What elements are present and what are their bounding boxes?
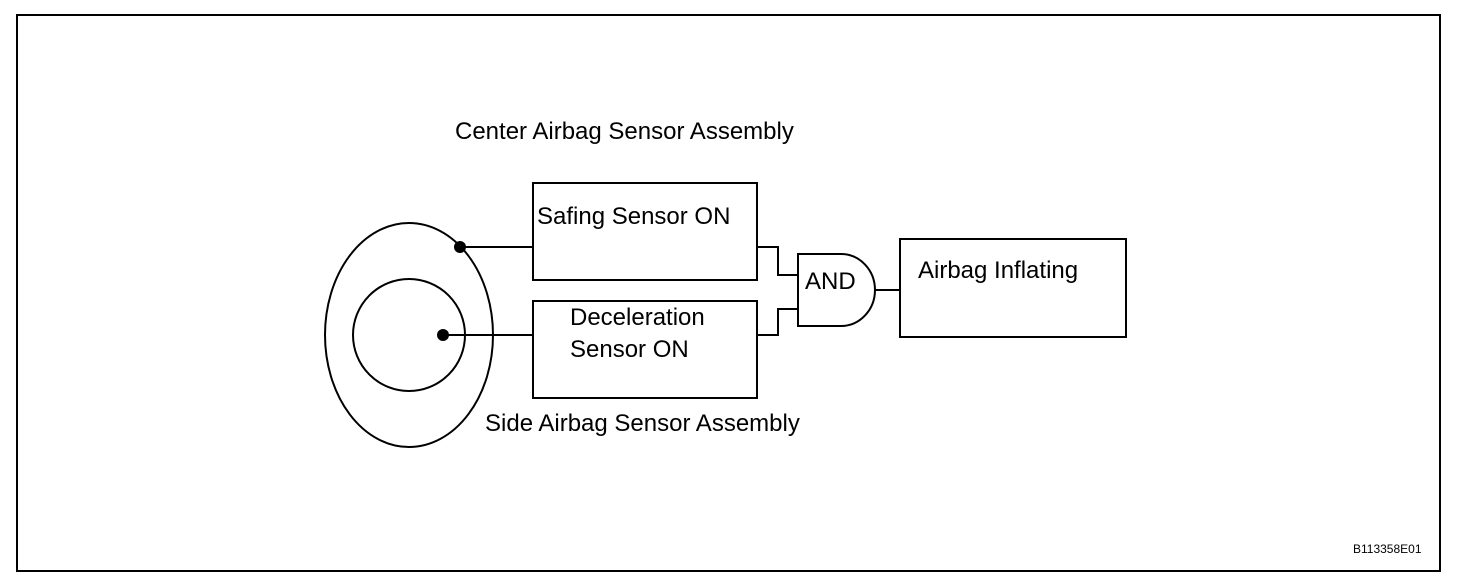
safing-to-and-wire [757,246,798,276]
center-airbag-sensor-assembly-label: Center Airbag Sensor Assembly [455,118,794,145]
safing-sensor-label: Safing Sensor ON [537,203,730,230]
airbag-inflating-label: Airbag Inflating [918,257,1078,284]
figure-id-label: B113358E01 [1353,542,1422,556]
and-gate-label: AND [805,268,856,295]
and-gate-shape [797,253,876,327]
deceleration-sensor-box [532,300,758,399]
airbag-inflating-box [899,238,1127,338]
figure-frame [16,14,1441,572]
safing-sensor-box [532,182,758,281]
deceleration-sensor-label-line1: Deceleration [570,304,705,331]
deceleration-to-and-wire [757,308,798,336]
side-airbag-sensor-assembly-label: Side Airbag Sensor Assembly [485,410,800,437]
deceleration-sensor-label-line2: Sensor ON [570,336,689,363]
